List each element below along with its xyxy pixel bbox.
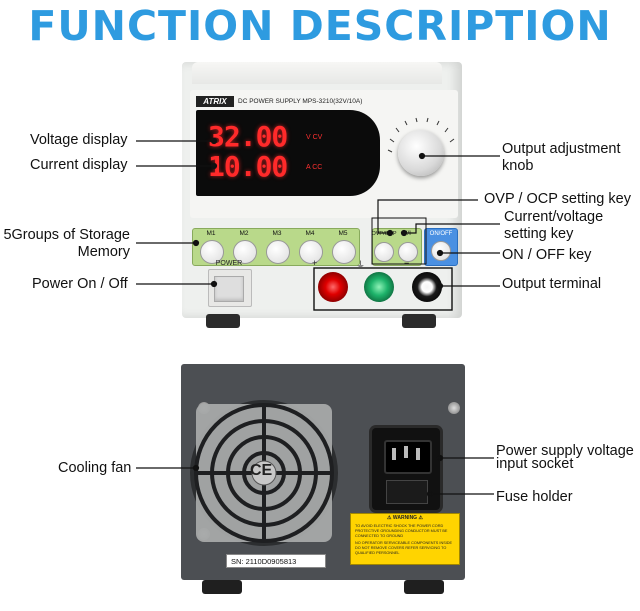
- rear-foot-left: [202, 580, 242, 594]
- rear-foot-right: [404, 580, 444, 594]
- label-input-socket-1: Power supply voltage: [496, 443, 634, 459]
- brand-logo: ATRIX: [196, 96, 234, 107]
- front-foot-left: [206, 314, 240, 328]
- page-title: FUNCTION DESCRIPTION: [28, 2, 612, 50]
- warning-line: NO OPERATOR SERVICEABLE COMPONENTS INSID…: [355, 541, 453, 545]
- m2-button[interactable]: [233, 240, 257, 264]
- label-output-knob-2: knob: [502, 158, 534, 174]
- label-onoff-key: ON / OFF key: [502, 247, 592, 263]
- m4-button[interactable]: [299, 240, 323, 264]
- label-power-onoff: Power On / Off: [32, 276, 128, 292]
- warning-line: CONNECTED TO GROUND: [355, 534, 404, 538]
- ground-sign: ⏚: [356, 260, 366, 270]
- label-voltage-display: Voltage display: [30, 132, 128, 148]
- power-input-socket[interactable]: [372, 428, 440, 510]
- warning-line: DO NOT REMOVE COVERS REFER SERVICING TO: [355, 546, 447, 550]
- unit-top: [192, 62, 442, 84]
- power-switch[interactable]: [214, 276, 244, 302]
- warning-line: TO AVOID ELECTRIC SHOCK THE POWER CORD: [355, 524, 444, 528]
- m1-label: M1: [206, 230, 216, 237]
- output-adjustment-knob[interactable]: [398, 130, 444, 176]
- minus-sign: −: [404, 258, 410, 268]
- m3-button[interactable]: [266, 240, 290, 264]
- label-ovp-key: OVP / OCP setting key: [484, 191, 631, 207]
- plus-sign: +: [312, 258, 318, 268]
- warning-title: ⚠ WARNING ⚠: [387, 515, 423, 521]
- label-output-terminal: Output terminal: [502, 276, 602, 292]
- onoff-button[interactable]: [431, 241, 451, 261]
- onoff-label: ON/OFF: [429, 231, 453, 237]
- label-cooling-fan: Cooling fan: [58, 460, 132, 476]
- power-label: POWER: [215, 260, 243, 267]
- memory-keys-panel: M1 M2 M3 M4 M5: [192, 228, 360, 266]
- label-current-display: Current display: [30, 157, 128, 173]
- m5-button[interactable]: [332, 240, 356, 264]
- warning-line: QUALIFIED PERSONNEL: [355, 551, 400, 555]
- vi-label: V/I: [403, 230, 411, 237]
- current-unit: A CC: [306, 164, 323, 171]
- warning-line: PROTECTIVE GROUNDING CONDUCTOR MUST BE: [355, 529, 448, 533]
- front-foot-right: [402, 314, 436, 328]
- ground-terminal[interactable]: [364, 272, 394, 302]
- fuse-holder[interactable]: [386, 480, 428, 504]
- label-output-knob-1: Output adjustment: [502, 141, 621, 157]
- m1-button[interactable]: [200, 240, 224, 264]
- model-text: DC POWER SUPPLY MPS-3210(32V/10A): [238, 98, 363, 105]
- m4-label: M4: [305, 230, 315, 237]
- serial-number-label: SN: 2110D0905813: [226, 554, 326, 568]
- ce-mark-icon: CE: [250, 462, 273, 479]
- m2-label: M2: [239, 230, 249, 237]
- ovp-ocp-button[interactable]: [374, 242, 394, 262]
- label-cv-key-1: Current/voltage: [504, 209, 604, 225]
- onoff-key-panel: ON/OFF: [424, 228, 458, 266]
- label-storage-memory-2: Memory: [77, 244, 130, 260]
- voltage-readout: 32.00: [208, 120, 288, 153]
- screw-icon: [448, 402, 460, 414]
- label-input-socket-2: input socket: [496, 456, 574, 472]
- warning-label: ⚠ WARNING ⚠ TO AVOID ELECTRIC SHOCK THE …: [350, 513, 460, 565]
- m5-label: M5: [338, 230, 348, 237]
- label-cv-key-2: setting key: [504, 226, 574, 242]
- current-readout: 10.00: [208, 150, 288, 183]
- voltage-unit: V CV: [306, 134, 323, 141]
- label-fuse-holder: Fuse holder: [496, 489, 573, 505]
- m3-label: M3: [272, 230, 282, 237]
- setting-keys-panel: OVP/OCP V/I: [371, 228, 422, 266]
- negative-terminal[interactable]: [412, 272, 442, 302]
- led-display: 32.00 V CV 10.00 A CC: [196, 110, 380, 196]
- label-storage-memory-1: 5Groups of Storage: [3, 227, 130, 243]
- positive-terminal[interactable]: [318, 272, 348, 302]
